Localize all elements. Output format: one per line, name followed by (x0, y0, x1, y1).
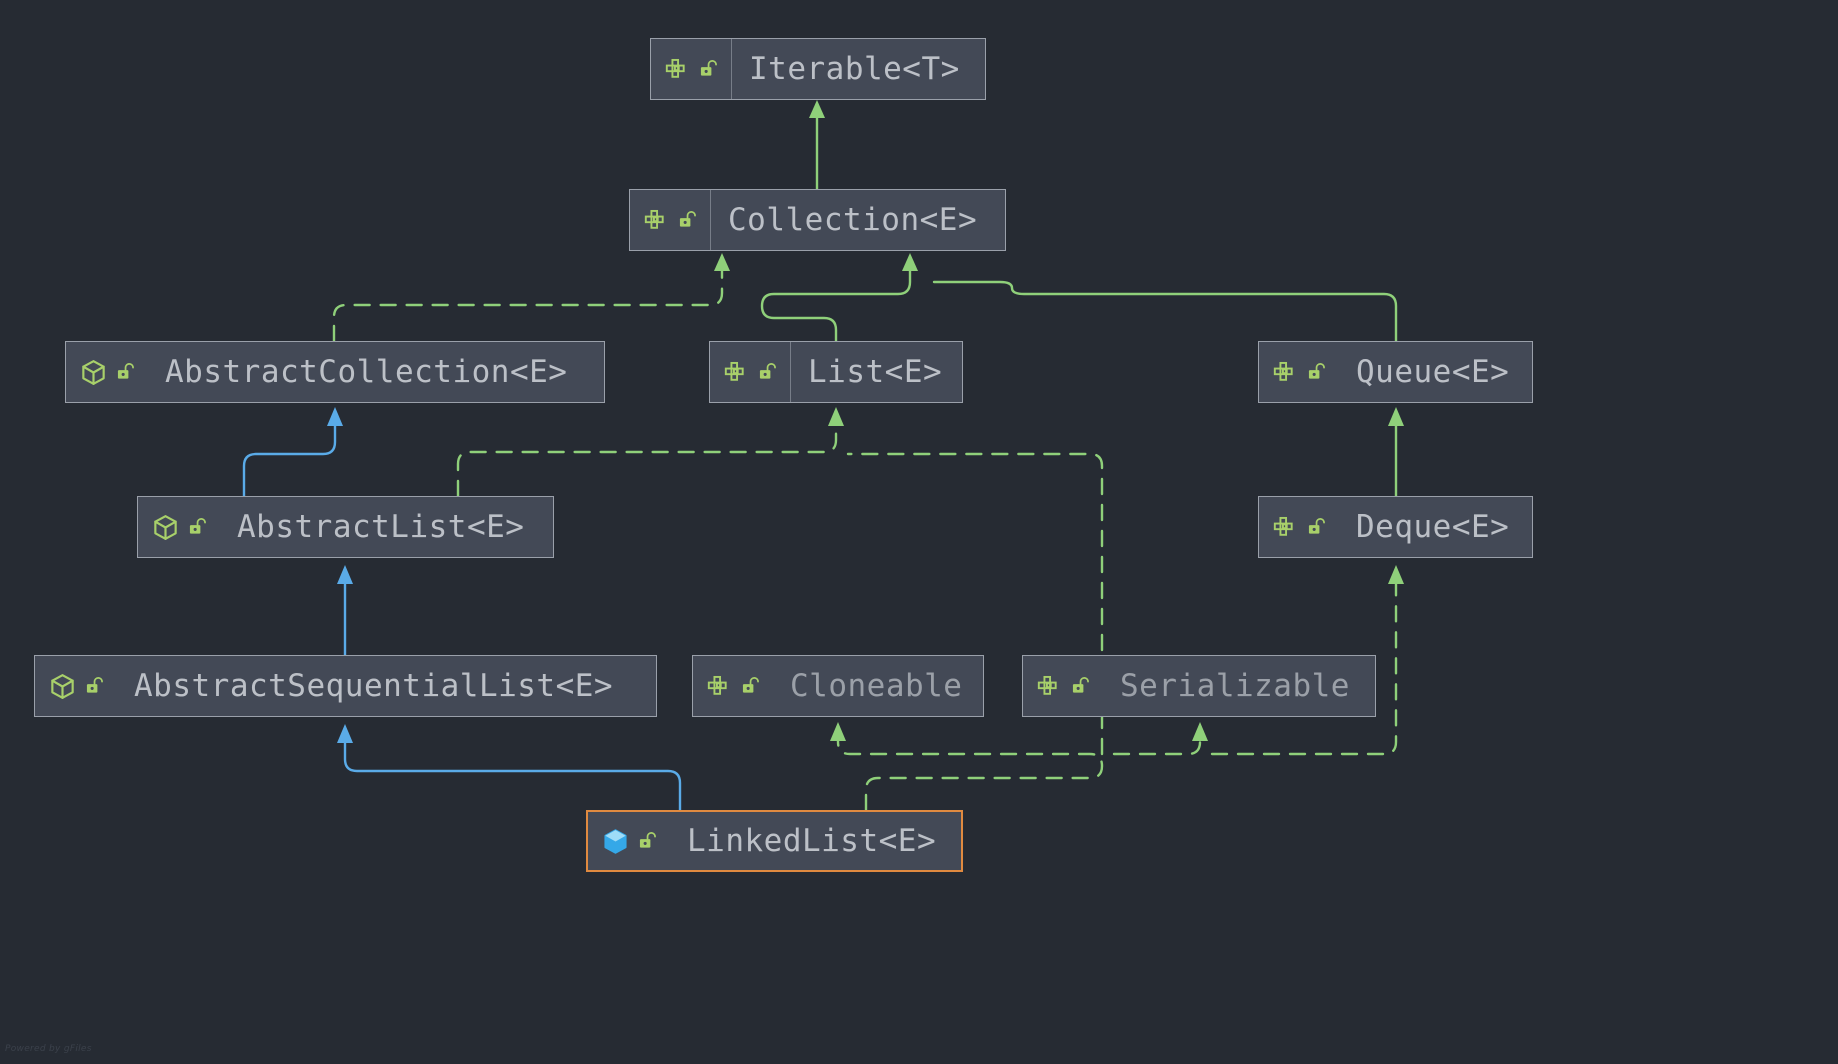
interface-icon (644, 209, 664, 229)
watermark: Powered by gFiles (5, 1044, 92, 1054)
interface-icon (1037, 675, 1057, 695)
node-icon-group (651, 39, 732, 99)
abstract-class-icon (154, 514, 177, 540)
class-node-label: AbstractSequentialList<E> (134, 668, 614, 704)
edge-linkedlist-to-cloneable (836, 737, 1104, 812)
edge-abstractlist-to-list (456, 423, 838, 498)
edge-abstractcollection-to-collection (332, 268, 724, 343)
class-node-serializable[interactable]: Serializable (1022, 655, 1376, 717)
node-icon-group (710, 342, 791, 402)
interface-icon (1273, 516, 1293, 536)
unlocked-padlock-icon (117, 362, 134, 379)
class-node-label: Cloneable (790, 668, 963, 704)
node-icon-group (66, 342, 148, 402)
class-node-deque[interactable]: Deque<E> (1258, 496, 1533, 558)
interface-icon (1273, 361, 1293, 381)
edge-list-to-collection (760, 268, 912, 343)
edge-abstractlist-to-abstractcollection (242, 423, 337, 498)
class-node-abstract-collection[interactable]: AbstractCollection<E> (65, 341, 605, 403)
node-icon-group (1023, 656, 1103, 716)
class-icon (604, 828, 627, 854)
class-node-collection[interactable]: Collection<E> (629, 189, 1006, 251)
class-node-label: Collection<E> (728, 202, 978, 238)
class-node-label: Queue<E> (1356, 354, 1510, 390)
class-node-abstract-list[interactable]: AbstractList<E> (137, 496, 554, 558)
node-icon-group (630, 190, 711, 250)
node-icon-group (1259, 497, 1339, 557)
unlocked-padlock-icon (1308, 517, 1325, 534)
class-node-label: Serializable (1120, 668, 1350, 704)
unlocked-padlock-icon (700, 59, 717, 76)
class-node-iterable[interactable]: Iterable<T> (650, 38, 986, 100)
edge-linkedlist-to-serializable (1112, 737, 1202, 756)
edge-queue-to-collection (932, 280, 1398, 343)
class-node-label: Iterable<T> (749, 51, 960, 87)
class-node-label: AbstractCollection<E> (165, 354, 568, 390)
class-node-abstract-sequential-list[interactable]: AbstractSequentialList<E> (34, 655, 657, 717)
unlocked-padlock-icon (679, 210, 696, 227)
class-node-list[interactable]: List<E> (709, 341, 963, 403)
node-icon-group (588, 812, 670, 870)
node-icon-group (693, 656, 773, 716)
class-node-label: AbstractList<E> (237, 509, 525, 545)
unlocked-padlock-icon (86, 676, 103, 693)
unlocked-padlock-icon (1308, 362, 1325, 379)
class-node-cloneable[interactable]: Cloneable (692, 655, 984, 717)
class-node-label: Deque<E> (1356, 509, 1510, 545)
class-node-label: List<E> (808, 354, 943, 390)
abstract-class-icon (51, 673, 74, 699)
node-icon-group (1259, 342, 1339, 402)
unlocked-padlock-icon (742, 676, 759, 693)
class-node-label: LinkedList<E> (687, 823, 937, 859)
unlocked-padlock-icon (639, 831, 656, 848)
class-node-linked-list[interactable]: LinkedList<E> (586, 810, 963, 872)
interface-icon (724, 361, 744, 381)
unlocked-padlock-icon (189, 517, 206, 534)
interface-icon (707, 675, 727, 695)
edge-linkedlist-to-abstractsequentiallist (343, 740, 682, 812)
class-node-queue[interactable]: Queue<E> (1258, 341, 1533, 403)
interface-icon (665, 58, 685, 78)
unlocked-padlock-icon (759, 362, 776, 379)
unlocked-padlock-icon (1072, 676, 1089, 693)
node-icon-group (138, 497, 220, 557)
node-icon-group (35, 656, 117, 716)
abstract-class-icon (82, 359, 105, 385)
